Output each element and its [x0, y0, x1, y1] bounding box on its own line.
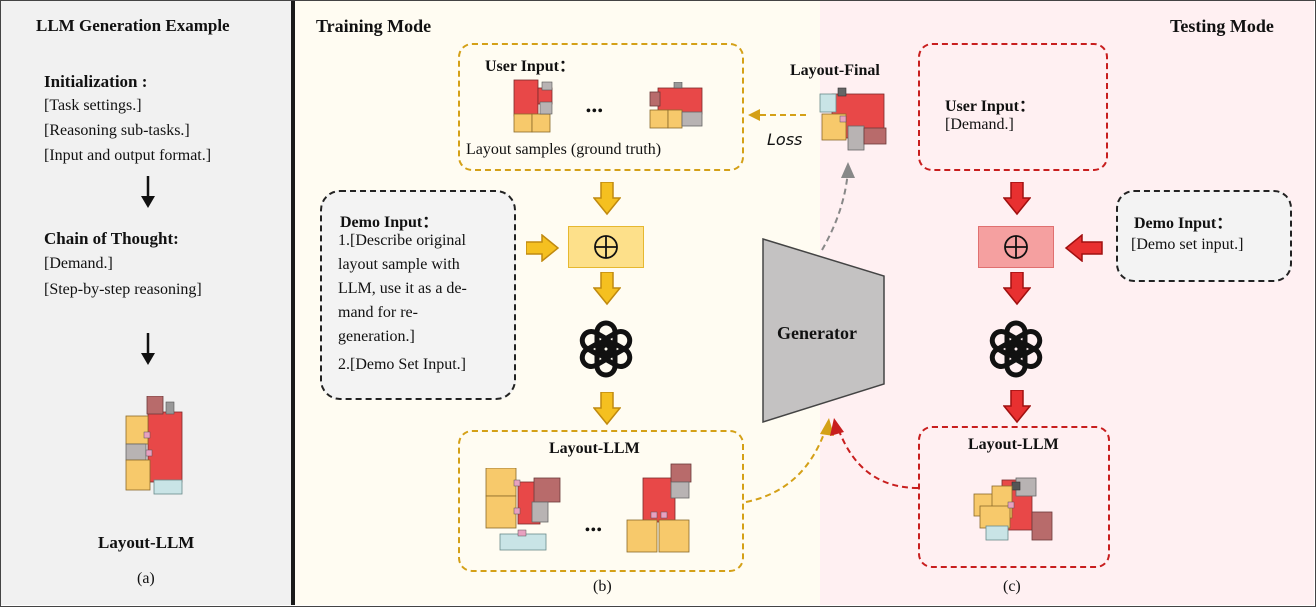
demo-input-box — [1116, 190, 1292, 282]
ellipsis: ••• — [586, 104, 604, 119]
user-input-value: [Demand.] — [945, 116, 1014, 133]
layout-plan-image — [973, 477, 1053, 541]
panel-c-caption: (c) — [1003, 578, 1021, 595]
red-down-arrow-icon — [1003, 390, 1031, 424]
layout-sample-image — [513, 79, 553, 133]
cot-item-2: [Step-by-step reasoning] — [44, 281, 202, 298]
llm-logo-icon — [989, 320, 1043, 378]
llm-logo-icon — [579, 320, 633, 378]
circle-plus-icon — [594, 235, 618, 259]
testing-mode-label: Testing Mode — [1170, 16, 1274, 36]
demo-input-line: LLM, use it as a de- — [338, 280, 467, 297]
layout-llm-heading: Layout-LLM — [549, 440, 640, 457]
layout-llm-box — [918, 426, 1110, 568]
loss-arrow — [748, 109, 808, 121]
layout-sample-image — [649, 82, 703, 129]
panel-a-title: LLM Generation Example — [36, 16, 230, 35]
layout-plan-image — [485, 468, 561, 551]
demo-input-heading: Demo Input： — [340, 214, 439, 231]
layout-final-label: Layout-Final — [790, 62, 880, 79]
user-input-heading: User Input： — [485, 58, 575, 75]
layout-llm-box — [458, 430, 744, 572]
circle-plus-icon — [1004, 235, 1028, 259]
gold-down-arrow-icon — [593, 272, 621, 306]
user-input-box — [458, 43, 744, 171]
testing-mode-bg — [820, 1, 1314, 605]
demo-input-line: layout sample with — [338, 256, 460, 273]
panel-a-result-label: Layout-LLM — [98, 533, 195, 552]
init-heading: Initialization : — [44, 72, 148, 91]
demo-input-line: 2.[Demo Set Input.] — [338, 356, 466, 373]
panel-a-caption: (a) — [137, 570, 155, 587]
samples-label: Layout samples (ground truth) — [466, 141, 662, 158]
user-input-heading: User Input： — [945, 98, 1035, 115]
cot-heading: Chain of Thought: — [44, 229, 179, 248]
layout-final-image — [819, 87, 887, 151]
gold-down-arrow-icon — [593, 182, 621, 216]
layout-plan-image — [125, 396, 183, 495]
init-item-3: [Input and output format.] — [44, 147, 212, 164]
layout-plan-image — [626, 463, 692, 553]
generator-block — [762, 238, 885, 424]
ellipsis: ••• — [585, 523, 603, 538]
panel-a — [1, 1, 291, 605]
down-arrow-icon — [141, 333, 155, 365]
generator-label: Generator — [777, 323, 857, 343]
layout-llm-heading: Layout-LLM — [968, 436, 1059, 453]
down-arrow-icon — [141, 176, 155, 208]
red-down-arrow-icon — [1003, 182, 1031, 216]
init-item-1: [Task settings.] — [44, 97, 142, 114]
user-input-box — [918, 43, 1108, 171]
gold-right-arrow-icon — [526, 234, 560, 262]
demo-input-box — [320, 190, 516, 400]
loss-label: Loss — [767, 130, 803, 149]
red-down-arrow-icon — [1003, 272, 1031, 306]
panel-b-caption: (b) — [593, 578, 612, 595]
gold-down-arrow-icon — [593, 392, 621, 426]
demo-input-line: mand for re- — [338, 304, 418, 321]
red-left-arrow-icon — [1064, 234, 1103, 262]
demo-input-value: [Demo set input.] — [1131, 236, 1244, 253]
panel-divider — [291, 1, 295, 605]
demo-input-line: generation.] — [338, 328, 415, 345]
demo-input-line: 1.[Describe original — [338, 232, 466, 249]
cot-item-1: [Demand.] — [44, 255, 113, 272]
training-mode-label: Training Mode — [316, 16, 432, 36]
init-item-2: [Reasoning sub-tasks.] — [44, 122, 190, 139]
demo-input-heading: Demo Input： — [1134, 215, 1233, 232]
